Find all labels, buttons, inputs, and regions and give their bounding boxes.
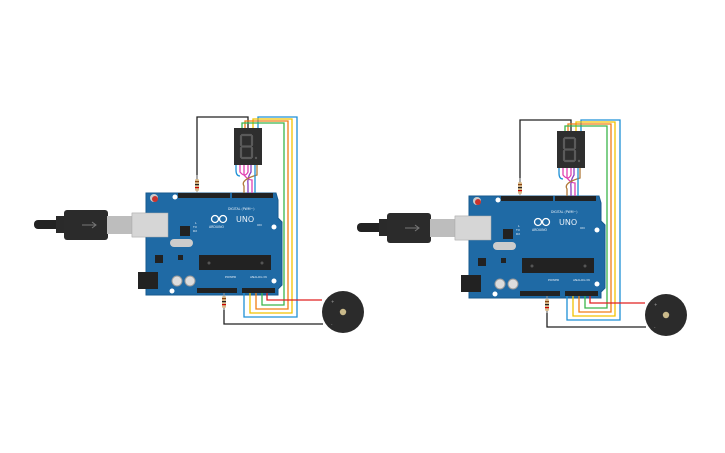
seven-segment-display[interactable] — [557, 131, 585, 168]
digital-label: DIGITAL (PWM~) — [551, 210, 577, 214]
arduino-logo: ARDUINO — [532, 217, 551, 232]
resistor-top[interactable] — [195, 175, 199, 193]
crystal — [170, 239, 193, 247]
digital-header-1 — [178, 193, 230, 198]
uno-label: UNO — [559, 218, 577, 227]
resistor-bottom[interactable] — [545, 296, 549, 313]
usb-icon — [82, 221, 97, 229]
atmega-chip — [522, 258, 594, 273]
svg-text:TX: TX — [192, 225, 197, 229]
power-header — [197, 288, 237, 293]
reset-button[interactable] — [152, 196, 158, 202]
seven-segment-display[interactable] — [234, 128, 262, 165]
power-jack — [461, 275, 481, 292]
digital-header-2 — [232, 193, 273, 198]
usb-port — [131, 212, 169, 238]
arduino-uno-board[interactable]: DIGITAL (PWM~) POWER ANALOG IN L TX RX O… — [131, 192, 283, 296]
wire-green — [241, 122, 285, 306]
svg-text:TX: TX — [515, 228, 520, 232]
piezo-buzzer[interactable]: + - — [645, 294, 687, 336]
analog-header — [565, 291, 598, 296]
svg-text:+: + — [654, 302, 657, 307]
circuit-1[interactable]: DIGITAL (PWM~) POWER ANALOG IN L TX RX O… — [34, 116, 364, 333]
wire-black-bottom — [223, 308, 323, 325]
arduino-uno-board[interactable]: DIGITAL (PWM~) POWER ANALOG IN L TX RX O… — [454, 195, 606, 299]
svg-text:ON: ON — [257, 223, 262, 227]
power-header — [520, 291, 560, 296]
wire-orange — [244, 120, 289, 310]
digital-label: DIGITAL (PWM~) — [228, 207, 254, 211]
svg-text:+: + — [331, 299, 334, 304]
wires — [519, 119, 646, 328]
power-label: POWER — [225, 275, 236, 279]
piezo-buzzer[interactable]: + - — [322, 291, 364, 333]
svg-text:ON: ON — [580, 226, 585, 230]
usb-icon — [405, 224, 420, 232]
power-jack — [138, 272, 158, 289]
resistor-bottom[interactable] — [222, 293, 226, 310]
chip-small — [180, 226, 190, 236]
reset-button[interactable] — [475, 199, 481, 205]
power-label: POWER — [548, 278, 559, 282]
analog-label: ANALOG IN — [250, 275, 267, 279]
svg-text:ARDUINO: ARDUINO — [532, 228, 548, 232]
resistor-top[interactable] — [518, 178, 522, 196]
arduino-logo: ARDUINO — [209, 214, 228, 229]
svg-text:L: L — [195, 221, 197, 225]
regulator — [478, 258, 486, 266]
digital-header-2 — [555, 196, 596, 201]
wire-green — [564, 125, 608, 309]
usb-port — [454, 215, 492, 241]
wire-brown — [565, 168, 581, 196]
wires — [196, 116, 323, 325]
wire-red — [589, 296, 645, 304]
analog-header — [242, 288, 275, 293]
chip-small — [503, 229, 513, 239]
svg-text:RX: RX — [516, 232, 520, 236]
uno-label: UNO — [236, 215, 254, 224]
digital-header-1 — [501, 196, 553, 201]
svg-text:-: - — [331, 322, 333, 327]
svg-text:-: - — [654, 325, 656, 330]
circuit-2[interactable]: DIGITAL (PWM~) POWER ANALOG IN L TX RX O… — [357, 119, 687, 336]
atmega-chip — [199, 255, 271, 270]
wire-orange — [567, 123, 612, 313]
svg-text:RX: RX — [193, 229, 197, 233]
svg-text:ARDUINO: ARDUINO — [209, 225, 225, 229]
regulator — [155, 255, 163, 263]
wire-red — [266, 293, 322, 301]
crystal — [493, 242, 516, 250]
analog-label: ANALOG IN — [573, 278, 590, 282]
svg-text:L: L — [518, 224, 520, 228]
wire-brown — [242, 165, 258, 193]
wire-black-bottom — [546, 311, 646, 328]
